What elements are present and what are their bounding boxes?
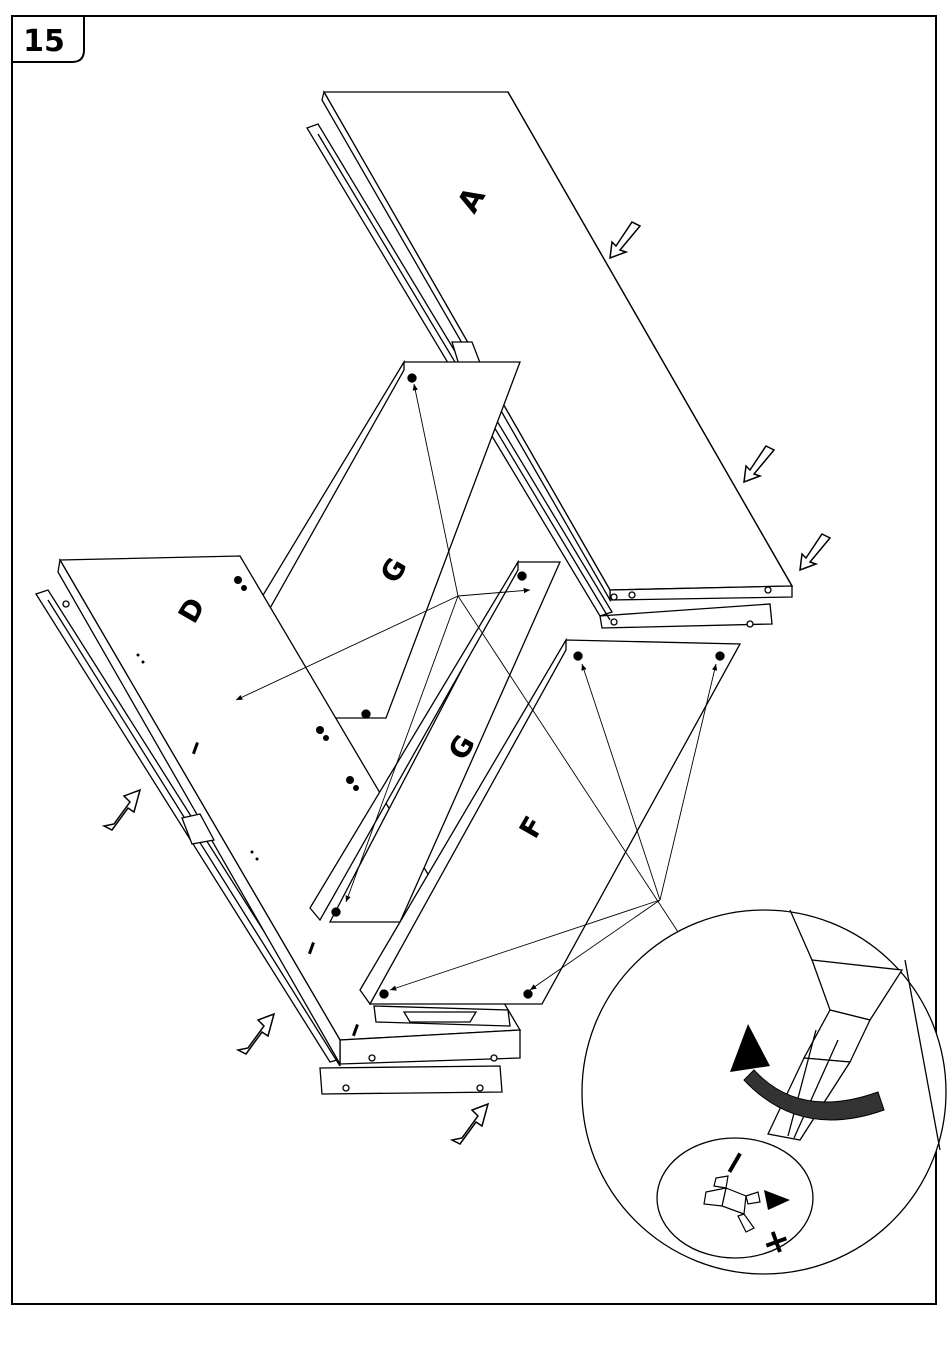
step-badge: 15 (12, 16, 84, 62)
step-number: 15 (23, 24, 65, 59)
screwdriver-detail: − + (582, 910, 946, 1274)
